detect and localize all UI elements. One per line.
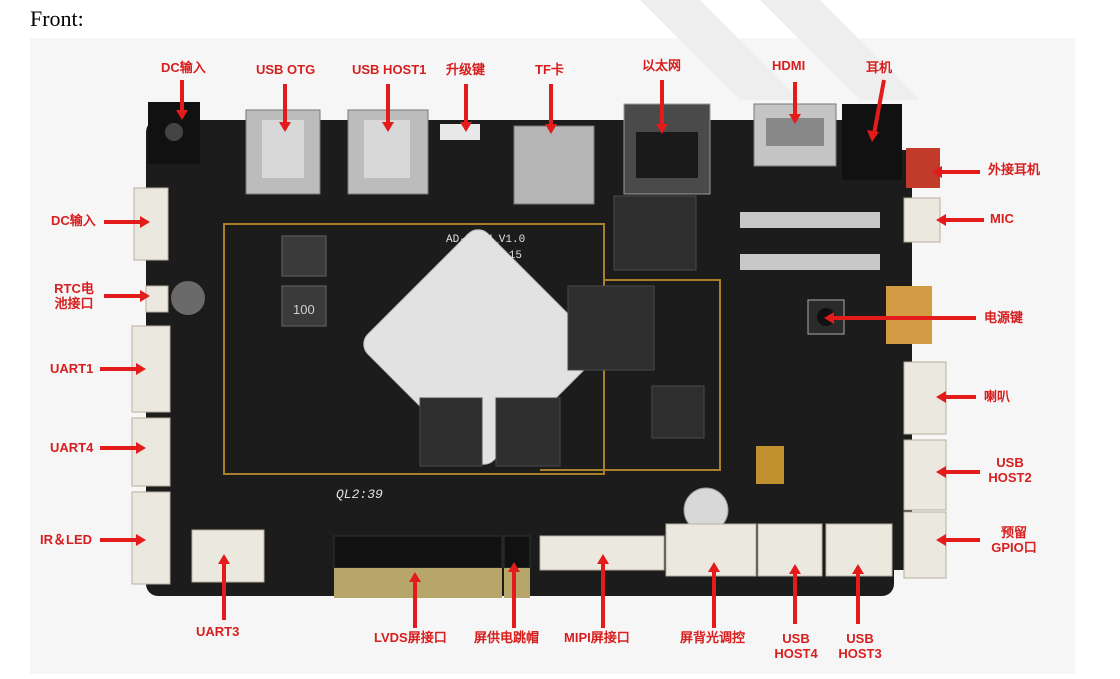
label-usb-host4-line2: HOST4 [774, 646, 818, 661]
label-rtc-battery-line2: 池接口 [54, 296, 94, 311]
label-usb-host3-line2: HOST3 [838, 646, 882, 661]
label-rtc-battery-line1: RTC电 [54, 281, 94, 296]
label-lvds: LVDS屏接口 [374, 630, 447, 645]
board-model-text: AD-Z33M_V1.0 [446, 234, 525, 246]
callout-arrowheads [136, 110, 946, 582]
label-reserved-gpio-line2: GPIO口 [991, 540, 1037, 555]
label-usb-host4: USB HOST4 [768, 631, 824, 661]
page-heading: Front: [30, 6, 84, 31]
label-ext-earphone: 外接耳机 [988, 162, 1041, 177]
label-usb-host2-line1: USB [996, 455, 1024, 470]
label-ir-led: IR＆LED [40, 532, 93, 547]
label-dc-in-left: DC输入 [51, 213, 96, 228]
label-usb-host4-line1: USB [782, 631, 810, 646]
ext-earphone-connector [906, 148, 940, 188]
upgrade-button [440, 124, 480, 140]
label-ethernet: 以太网 [642, 58, 682, 73]
gold-pad-small [756, 446, 784, 484]
label-usb-host2: USB HOST2 [980, 455, 1040, 485]
label-dc-in-top: DC输入 [161, 60, 206, 75]
label-reserved-gpio: 预留 GPIO口 [982, 525, 1046, 555]
tf-card-slot [513, 125, 595, 205]
board-date-text: 2020.09.15 [456, 250, 522, 262]
lvds-pin-header [333, 535, 503, 598]
callout-arrows [100, 79, 984, 628]
fpc-connectors [740, 212, 880, 270]
label-mipi: MIPI屏接口 [564, 630, 630, 645]
jumper-pin-header [503, 535, 531, 598]
left-connectors [131, 187, 171, 585]
label-speaker: 喇叭 [984, 389, 1011, 404]
label-reserved-gpio-line1: 预留 [1000, 525, 1027, 540]
board-mark-text: QL2:39 [336, 487, 383, 502]
label-hdmi: HDMI [772, 58, 806, 73]
label-backlight: 屏背光调控 [680, 630, 746, 645]
label-rtc-battery: RTC电 池接口 [48, 281, 100, 311]
label-usb-host3: USB HOST3 [832, 631, 888, 661]
label-upgrade-key: 升级键 [446, 62, 486, 77]
inductors [281, 235, 327, 327]
label-tf-card: TF卡 [535, 62, 564, 77]
bottom-connectors [191, 523, 893, 583]
label-usb-host2-line2: HOST2 [988, 470, 1032, 485]
label-usb-otg: USB OTG [256, 62, 316, 77]
label-power-key: 电源键 [984, 310, 1024, 325]
label-screen-power-jumper: 屏供电跳帽 [474, 630, 540, 645]
gold-pad-large [886, 286, 932, 344]
ethernet-opening [636, 132, 698, 178]
label-mic: MIC [990, 211, 1014, 226]
inductor-marking: 100 [293, 302, 315, 317]
label-usb-host1: USB HOST1 [352, 62, 427, 77]
dc-jack-hole [165, 123, 183, 141]
usb-otg-slot [262, 120, 304, 178]
label-earphone: 耳机 [866, 60, 893, 75]
rtc-capacitor [171, 281, 205, 315]
label-uart1: UART1 [50, 361, 94, 376]
label-uart4: UART4 [50, 440, 94, 455]
label-usb-host3-line1: USB [846, 631, 874, 646]
label-uart3: UART3 [196, 624, 240, 639]
watermark [640, 0, 920, 100]
ic-chips [419, 195, 705, 467]
